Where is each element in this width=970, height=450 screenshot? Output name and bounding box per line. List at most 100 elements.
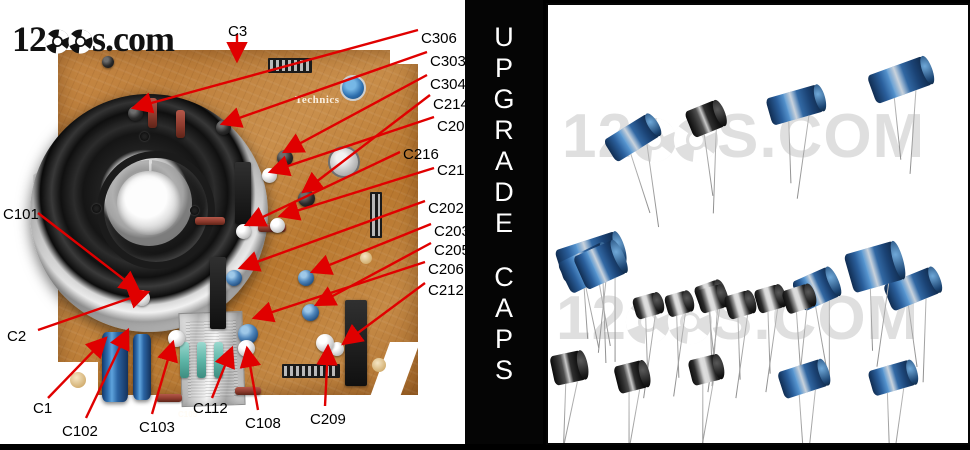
pin-header	[370, 192, 382, 238]
capacitor-stripe	[761, 286, 775, 312]
resistor	[176, 110, 185, 138]
band-letter: A	[494, 293, 513, 323]
main-filter-capacitor	[133, 334, 151, 400]
capacitor-stripe	[881, 364, 900, 393]
callout-label-c214: C214	[433, 96, 465, 113]
board-capacitor-c108	[238, 340, 255, 357]
record-adapter-icon	[45, 29, 70, 54]
capacitor-stripe	[782, 90, 805, 121]
capacitor-stripe	[694, 104, 714, 135]
band-letter: P	[494, 53, 513, 83]
callout-label-c108: C108	[245, 415, 281, 432]
callout-label-c203: C203	[434, 223, 465, 240]
callout-label-c205: C205	[434, 242, 465, 259]
callout-label-c212: C212	[428, 282, 464, 299]
ic-chip	[342, 300, 370, 386]
band-letter: S	[494, 355, 513, 385]
capacitor-lead	[806, 389, 817, 443]
callout-label-c303: C303	[430, 53, 465, 70]
resistor	[235, 387, 261, 395]
capacitor-22	[867, 358, 921, 443]
callout-label-c102: C102	[62, 423, 98, 440]
callout-label-c215: C215	[437, 162, 465, 179]
capacitor-18	[549, 349, 591, 443]
logo-text-after: s.com	[92, 19, 175, 59]
capacitor-lead	[614, 277, 616, 362]
resistor	[197, 342, 206, 378]
callout-label-c209: C209	[310, 411, 346, 428]
callout-label-c1: C1	[33, 400, 53, 417]
board-capacitor-c3	[102, 56, 114, 68]
pin-header	[268, 58, 312, 73]
capacitor-lead	[559, 381, 579, 443]
trimmer-capacitor	[340, 75, 366, 101]
potentiometer	[328, 146, 360, 178]
ic-chip	[232, 162, 254, 224]
capacitor-stripe	[671, 292, 684, 316]
callout-label-c201: C201	[437, 118, 465, 135]
board-capacitor-c303	[216, 120, 231, 135]
board-capacitor-c203	[298, 270, 314, 286]
watermark-text-before: 12	[556, 284, 627, 353]
band-letter: E	[494, 208, 513, 238]
callout-label-c2: C2	[7, 328, 27, 345]
capacitor-20	[687, 352, 727, 443]
callout-label-c202: C202	[428, 200, 464, 217]
platter-screw	[92, 204, 101, 213]
pcb-photograph: Technics POWER C105	[30, 42, 430, 419]
right-panel-capacitor-kit: 12S.COM 12S.COM	[546, 3, 970, 445]
board-capacitor-c214	[298, 190, 315, 207]
capacitor-lead	[798, 394, 805, 443]
capacitor-stripe	[860, 246, 885, 289]
capacitor-21	[776, 357, 834, 443]
capacitor-stripe	[559, 352, 575, 384]
board-capacitor-c306	[128, 106, 143, 121]
band-letter: G	[493, 84, 515, 114]
resistor	[195, 217, 225, 225]
board-capacitor-c304	[277, 150, 293, 166]
board-capacitor-c215	[270, 218, 285, 233]
board-notch	[390, 42, 420, 64]
callout-label-c206: C206	[428, 261, 464, 278]
callout-label-c103: C103	[139, 419, 175, 436]
capacitor-stripe	[622, 362, 638, 392]
pin-header	[282, 364, 340, 378]
spindle-hub	[117, 171, 181, 236]
logo-text-before: 12	[12, 19, 47, 59]
band-letter: D	[494, 177, 514, 207]
resistor	[180, 342, 189, 378]
board-capacitor-c101	[134, 290, 150, 306]
board-capacitor-c205	[302, 304, 319, 321]
platter-screw	[190, 206, 199, 215]
band-letter: R	[494, 115, 514, 145]
solder-pad	[360, 252, 372, 264]
capacitor-stripe	[791, 364, 812, 395]
site-logo: 12 s.com	[12, 18, 175, 60]
resistor	[214, 342, 223, 378]
record-adapter-icon	[68, 29, 93, 54]
capacitor-lead	[891, 388, 905, 443]
capacitor-stripe	[697, 356, 712, 384]
silkscreen-c105: C105	[178, 410, 198, 419]
solder-pad	[70, 372, 86, 388]
capacitor-stripe	[639, 294, 653, 318]
callout-label-c3: C3	[228, 23, 248, 40]
callout-label-c304: C304	[430, 76, 465, 93]
ic-chip	[207, 257, 229, 329]
platter-screw	[140, 132, 149, 141]
band-letter: U	[494, 22, 514, 52]
band-letter: A	[494, 146, 513, 176]
board-capacitor-c209	[316, 334, 334, 352]
capacitor-stripe	[703, 286, 717, 312]
board-capacitor-c103	[168, 330, 185, 347]
capacitor-lead	[887, 392, 891, 443]
capacitor-7	[866, 54, 938, 175]
resistor	[148, 98, 157, 128]
board-capacitor-c206	[238, 324, 258, 344]
capacitor-stripe	[885, 63, 911, 98]
band-letter: C	[494, 262, 514, 292]
